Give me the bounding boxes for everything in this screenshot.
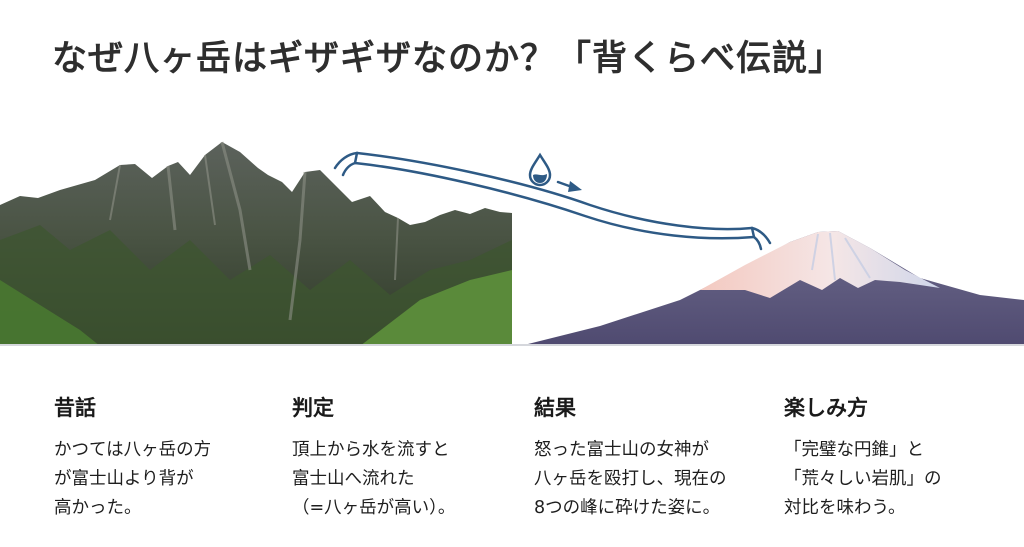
card-mukashibanashi: 昔話 かつては八ヶ岳の方 が富士山より背が 高かった。: [54, 392, 274, 523]
mountain-scene: [0, 141, 1024, 346]
page-title: なぜ八ヶ岳はギザギザなのか？「背くらべ伝説」: [52, 39, 845, 79]
water-pipe-icon: [333, 151, 772, 251]
card-heading: 結果: [534, 396, 576, 420]
water-drop-icon: [528, 152, 552, 187]
card-body: かつては八ヶ岳の方 が富士山より背が 高かった。: [54, 440, 212, 518]
illustration: [0, 130, 1024, 346]
ground-line: [0, 344, 1024, 346]
yatsugatake-mountain: [0, 141, 512, 346]
card-heading: 楽しみ方: [784, 396, 868, 420]
fuji-mountain: [520, 231, 1024, 346]
card-body: 頂上から水を流すと 富士山へ流れた （=八ヶ岳が高い）。: [292, 440, 456, 518]
card-body: 怒った富士山の女神が 八ヶ岳を殴打し、現在の 8つの峰に砕けた姿に。: [534, 440, 727, 518]
card-heading: 判定: [292, 396, 334, 420]
card-hantei: 判定 頂上から水を流すと 富士山へ流れた （=八ヶ岳が高い）。: [292, 392, 512, 523]
arrow-right-icon: [556, 180, 582, 192]
card-tanoshimikata: 楽しみ方 「完璧な円錐」と 「荒々しい岩肌」の 対比を味わう。: [784, 392, 1004, 523]
card-body: 「完璧な円錐」と 「荒々しい岩肌」の 対比を味わう。: [784, 440, 942, 518]
card-heading: 昔話: [54, 396, 96, 420]
story-cards: 昔話 かつては八ヶ岳の方 が富士山より背が 高かった。 判定 頂上から水を流すと…: [0, 392, 1024, 542]
card-kekka: 結果 怒った富士山の女神が 八ヶ岳を殴打し、現在の 8つの峰に砕けた姿に。: [534, 392, 774, 523]
